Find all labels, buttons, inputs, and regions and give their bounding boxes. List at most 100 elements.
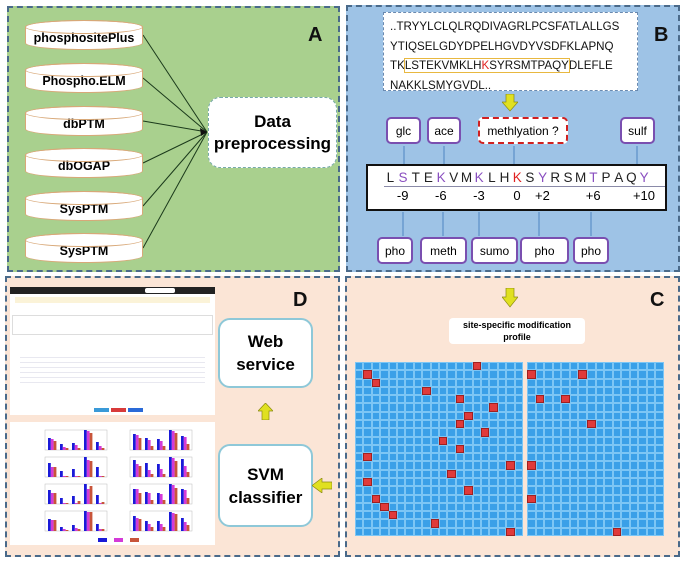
tag-glc: glc (386, 117, 421, 144)
site-cell (527, 386, 536, 396)
mini-chart-bar (72, 496, 75, 504)
site-cell (363, 428, 372, 437)
site-cell (586, 486, 596, 495)
site-cell (430, 378, 439, 387)
site-cell (497, 511, 507, 520)
site-cell (439, 420, 448, 429)
mini-chart-bar (169, 512, 172, 531)
site-cell (604, 386, 613, 396)
site-cell (464, 378, 473, 387)
site-cell (527, 378, 536, 387)
site-cell (544, 444, 553, 454)
site-cell (380, 370, 389, 379)
site-cell (655, 502, 664, 512)
site-cell (604, 519, 613, 528)
mini-chart-bar (183, 466, 187, 477)
site-cell (586, 362, 596, 371)
tag-pho: pho (377, 237, 413, 264)
site-cell (621, 386, 630, 396)
site-cell (544, 519, 553, 528)
site-cell (506, 486, 515, 495)
site-cell (544, 453, 553, 462)
site-cell (405, 486, 414, 495)
site-cell (646, 370, 656, 379)
site-cell (472, 511, 481, 520)
residue: Q (626, 170, 637, 185)
site-cell (629, 469, 639, 478)
residue: T (411, 170, 420, 185)
site-cell (535, 461, 545, 470)
site-cell (629, 378, 639, 387)
site-cell (464, 420, 473, 429)
site-cell (604, 370, 613, 379)
site-cell (363, 469, 372, 478)
site-cell (388, 486, 397, 495)
site-cell (629, 362, 639, 371)
site-cell (629, 436, 639, 445)
site-cell (586, 527, 596, 536)
site-cell (464, 469, 473, 478)
site-cell (552, 411, 562, 420)
tag-methylation-query: methlyation ? (478, 117, 568, 144)
site-cell (397, 478, 406, 487)
site-cell (430, 511, 439, 520)
site-cell (363, 411, 372, 420)
site-cell (472, 453, 481, 462)
site-cell (612, 519, 622, 528)
mini-chart-bar (89, 433, 93, 450)
site-cell (569, 370, 579, 379)
site-cell (621, 411, 630, 420)
site-cell (561, 420, 570, 429)
profile-title-line-1: site-specific modification (462, 320, 572, 330)
site-cell (655, 420, 664, 429)
site-cell (363, 502, 372, 512)
mini-chart-bar (65, 448, 69, 450)
site-cell (481, 453, 490, 462)
site-cell (422, 478, 431, 487)
panel-d-label: D (293, 289, 308, 311)
site-cell (413, 420, 423, 429)
arrow-up-icon (258, 403, 273, 420)
site-cell (439, 511, 448, 520)
site-cell (506, 494, 515, 503)
site-cell (455, 428, 465, 437)
site-cell (506, 511, 515, 520)
residue: E (423, 170, 433, 185)
site-cell (527, 519, 536, 528)
site-cell (604, 461, 613, 470)
site-cell (629, 420, 639, 429)
site-cell (527, 444, 536, 454)
site-cell (472, 527, 481, 536)
residue: K (436, 170, 446, 185)
site-cell (355, 403, 364, 412)
site-cell (514, 461, 523, 470)
site-cell (595, 436, 605, 445)
site-cell (527, 502, 536, 512)
site-cell (472, 370, 481, 379)
site-cell (380, 403, 389, 412)
mini-chart-bar (138, 438, 142, 450)
site-cell (422, 519, 431, 528)
site-cell (552, 519, 562, 528)
sequence-line-1: ..TRYYLCLQLRQDIVAGRLPCSFATLALLGS (390, 20, 620, 33)
site-cell (514, 370, 523, 379)
site-cell (544, 403, 553, 412)
site-cell (447, 370, 456, 379)
site-cell (397, 511, 406, 520)
mini-chart-bar (157, 439, 160, 450)
site-cell (430, 428, 439, 437)
site-cell (497, 386, 507, 396)
site-cell (629, 494, 639, 503)
site-cell (604, 453, 613, 462)
site-cell (447, 436, 456, 445)
site-cell (380, 511, 389, 520)
site-cell (464, 527, 473, 536)
site-cell (638, 469, 647, 478)
site-cell (405, 428, 414, 437)
site-cell (422, 494, 431, 503)
site-cell (569, 428, 579, 437)
site-cell (535, 403, 545, 412)
mini-chart-bar (62, 476, 66, 477)
site-cell (569, 527, 579, 536)
